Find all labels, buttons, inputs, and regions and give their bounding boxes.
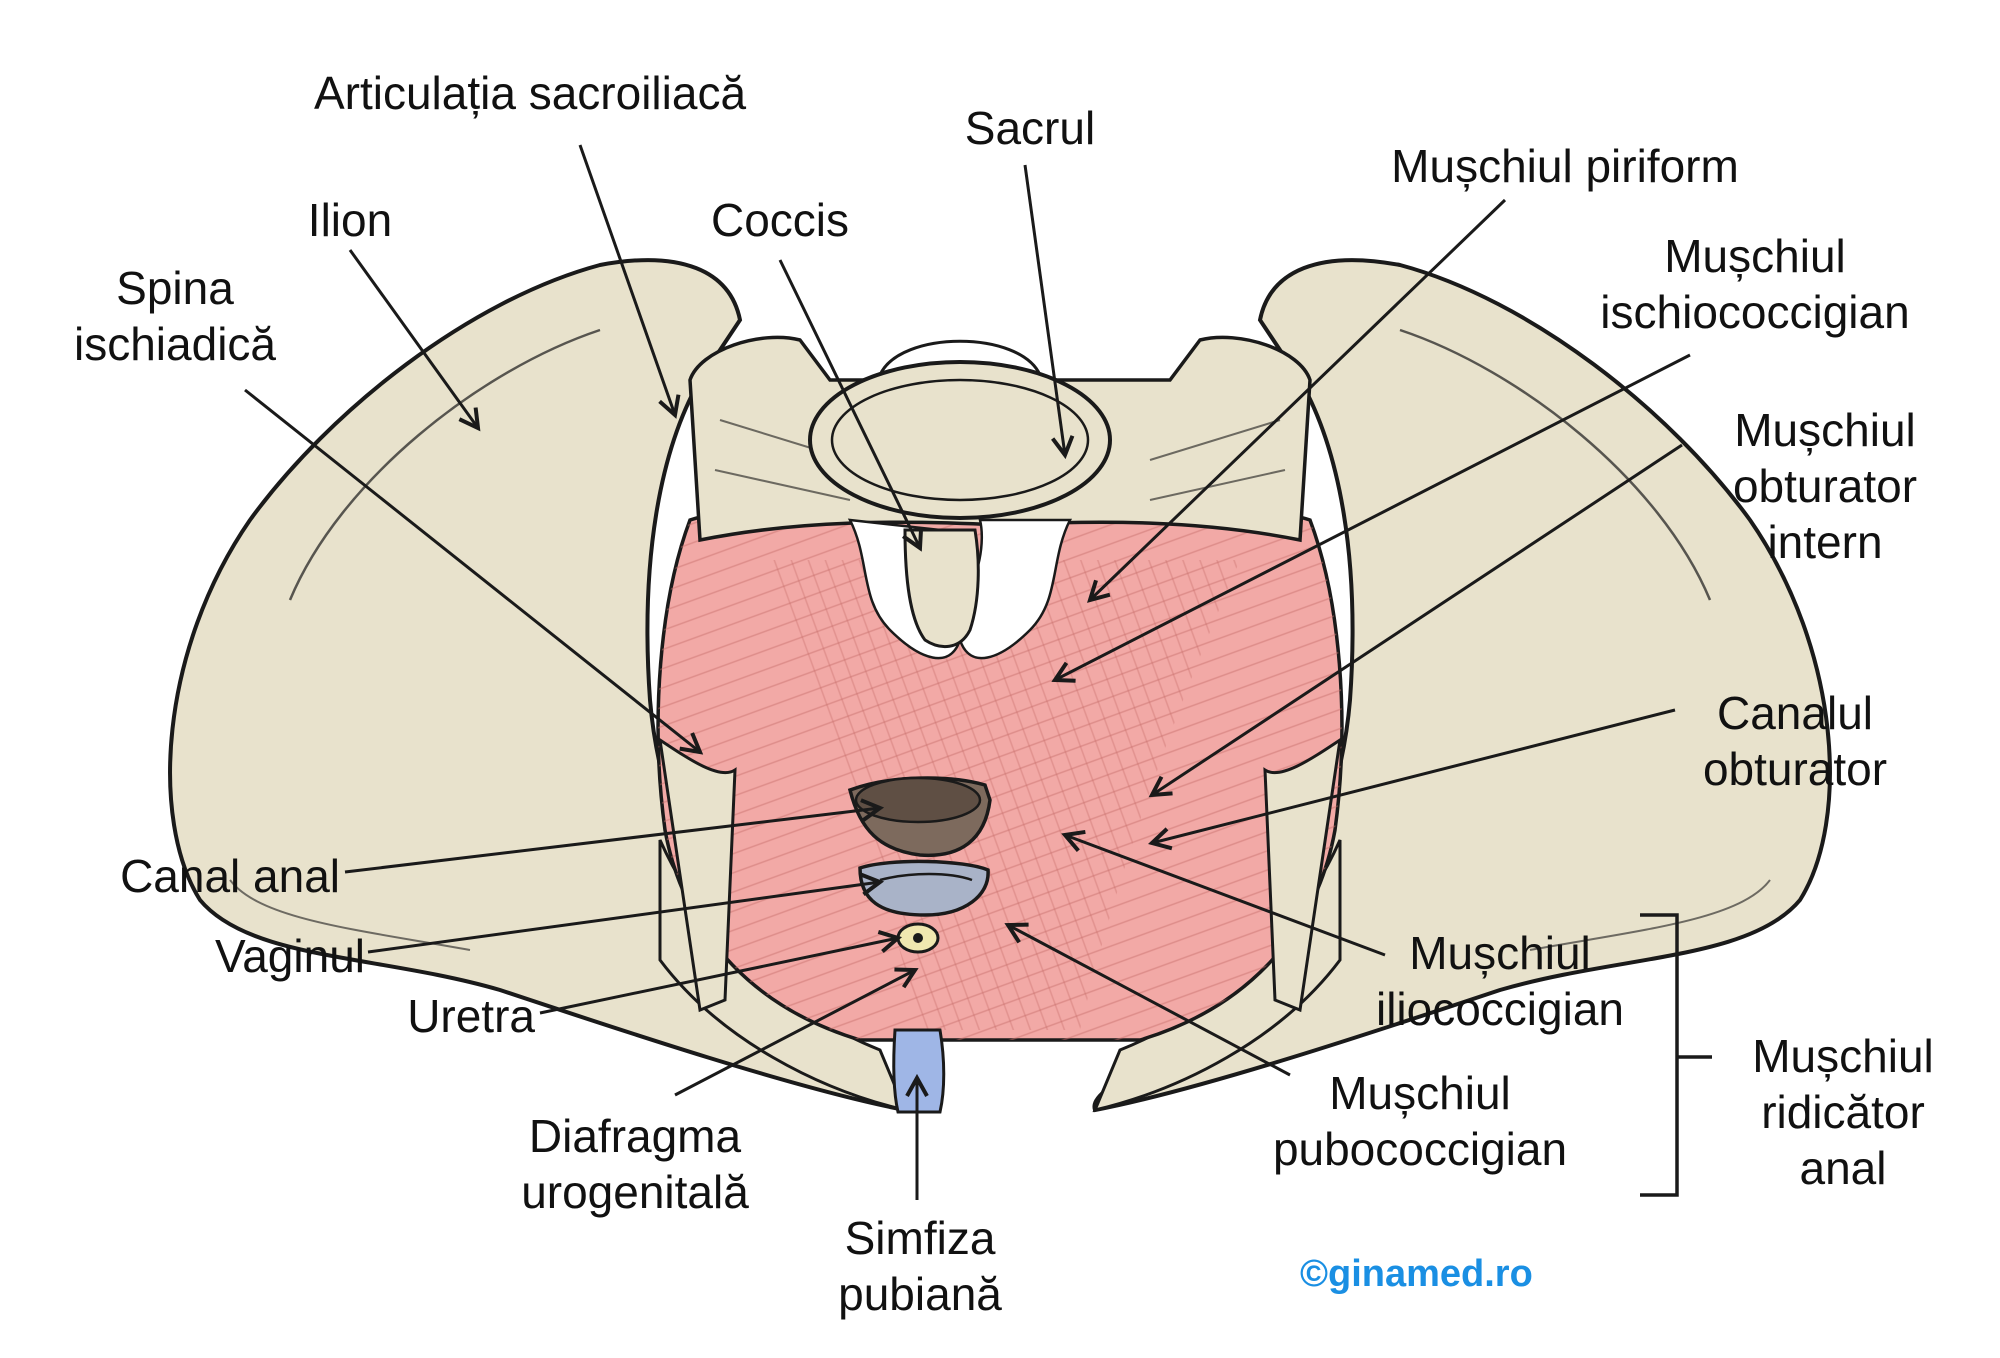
label-uretra: Uretra — [407, 990, 535, 1042]
label-ilion: Ilion — [307, 194, 393, 246]
coccyx — [903, 528, 980, 649]
leader-obt-int — [1152, 443, 1683, 795]
leader-pubo — [1008, 925, 1291, 1077]
pelvis-bone — [168, 258, 1832, 1113]
leader-can-obt — [1152, 708, 1676, 843]
leader-coccis — [778, 259, 920, 548]
leader-uretra — [539, 938, 898, 1015]
left-ilium — [168, 258, 908, 1113]
leader-sacrul — [1023, 164, 1065, 455]
leader-spina — [244, 388, 700, 752]
levator-ani-bracket — [1640, 913, 1712, 1197]
leader-ilio — [1065, 835, 1386, 957]
right-ilium — [1092, 258, 1832, 1113]
sacral-vertebra-body — [808, 360, 1112, 520]
leader-ilion — [348, 249, 478, 428]
label-canal-anal: Canal anal — [120, 850, 340, 902]
label-vaginul: Vaginul — [214, 930, 365, 982]
pubic-symphysis — [892, 1028, 946, 1114]
label-muschiul-piriform: Mușchiul piriform — [1391, 140, 1739, 192]
label-sacrul: Sacrul — [964, 102, 1096, 154]
label-coccis: Coccis — [710, 194, 850, 246]
leader-lines — [244, 144, 1691, 1200]
leader-articulatia — [578, 144, 675, 415]
leader-vaginul — [367, 882, 880, 954]
pelvic-floor-muscles — [656, 506, 1344, 1042]
leader-ischio — [1055, 353, 1691, 680]
leader-piriform — [1090, 198, 1507, 600]
anal-canal — [847, 776, 992, 858]
copyright-credit: ©ginamed.ro — [1300, 1253, 1533, 1295]
label-articulatia-sacroiliaca: Articulația sacroiliacă — [313, 67, 747, 119]
leader-canal-anal — [344, 808, 880, 874]
leader-diafragma — [674, 970, 915, 1097]
sacrum — [688, 335, 1312, 543]
